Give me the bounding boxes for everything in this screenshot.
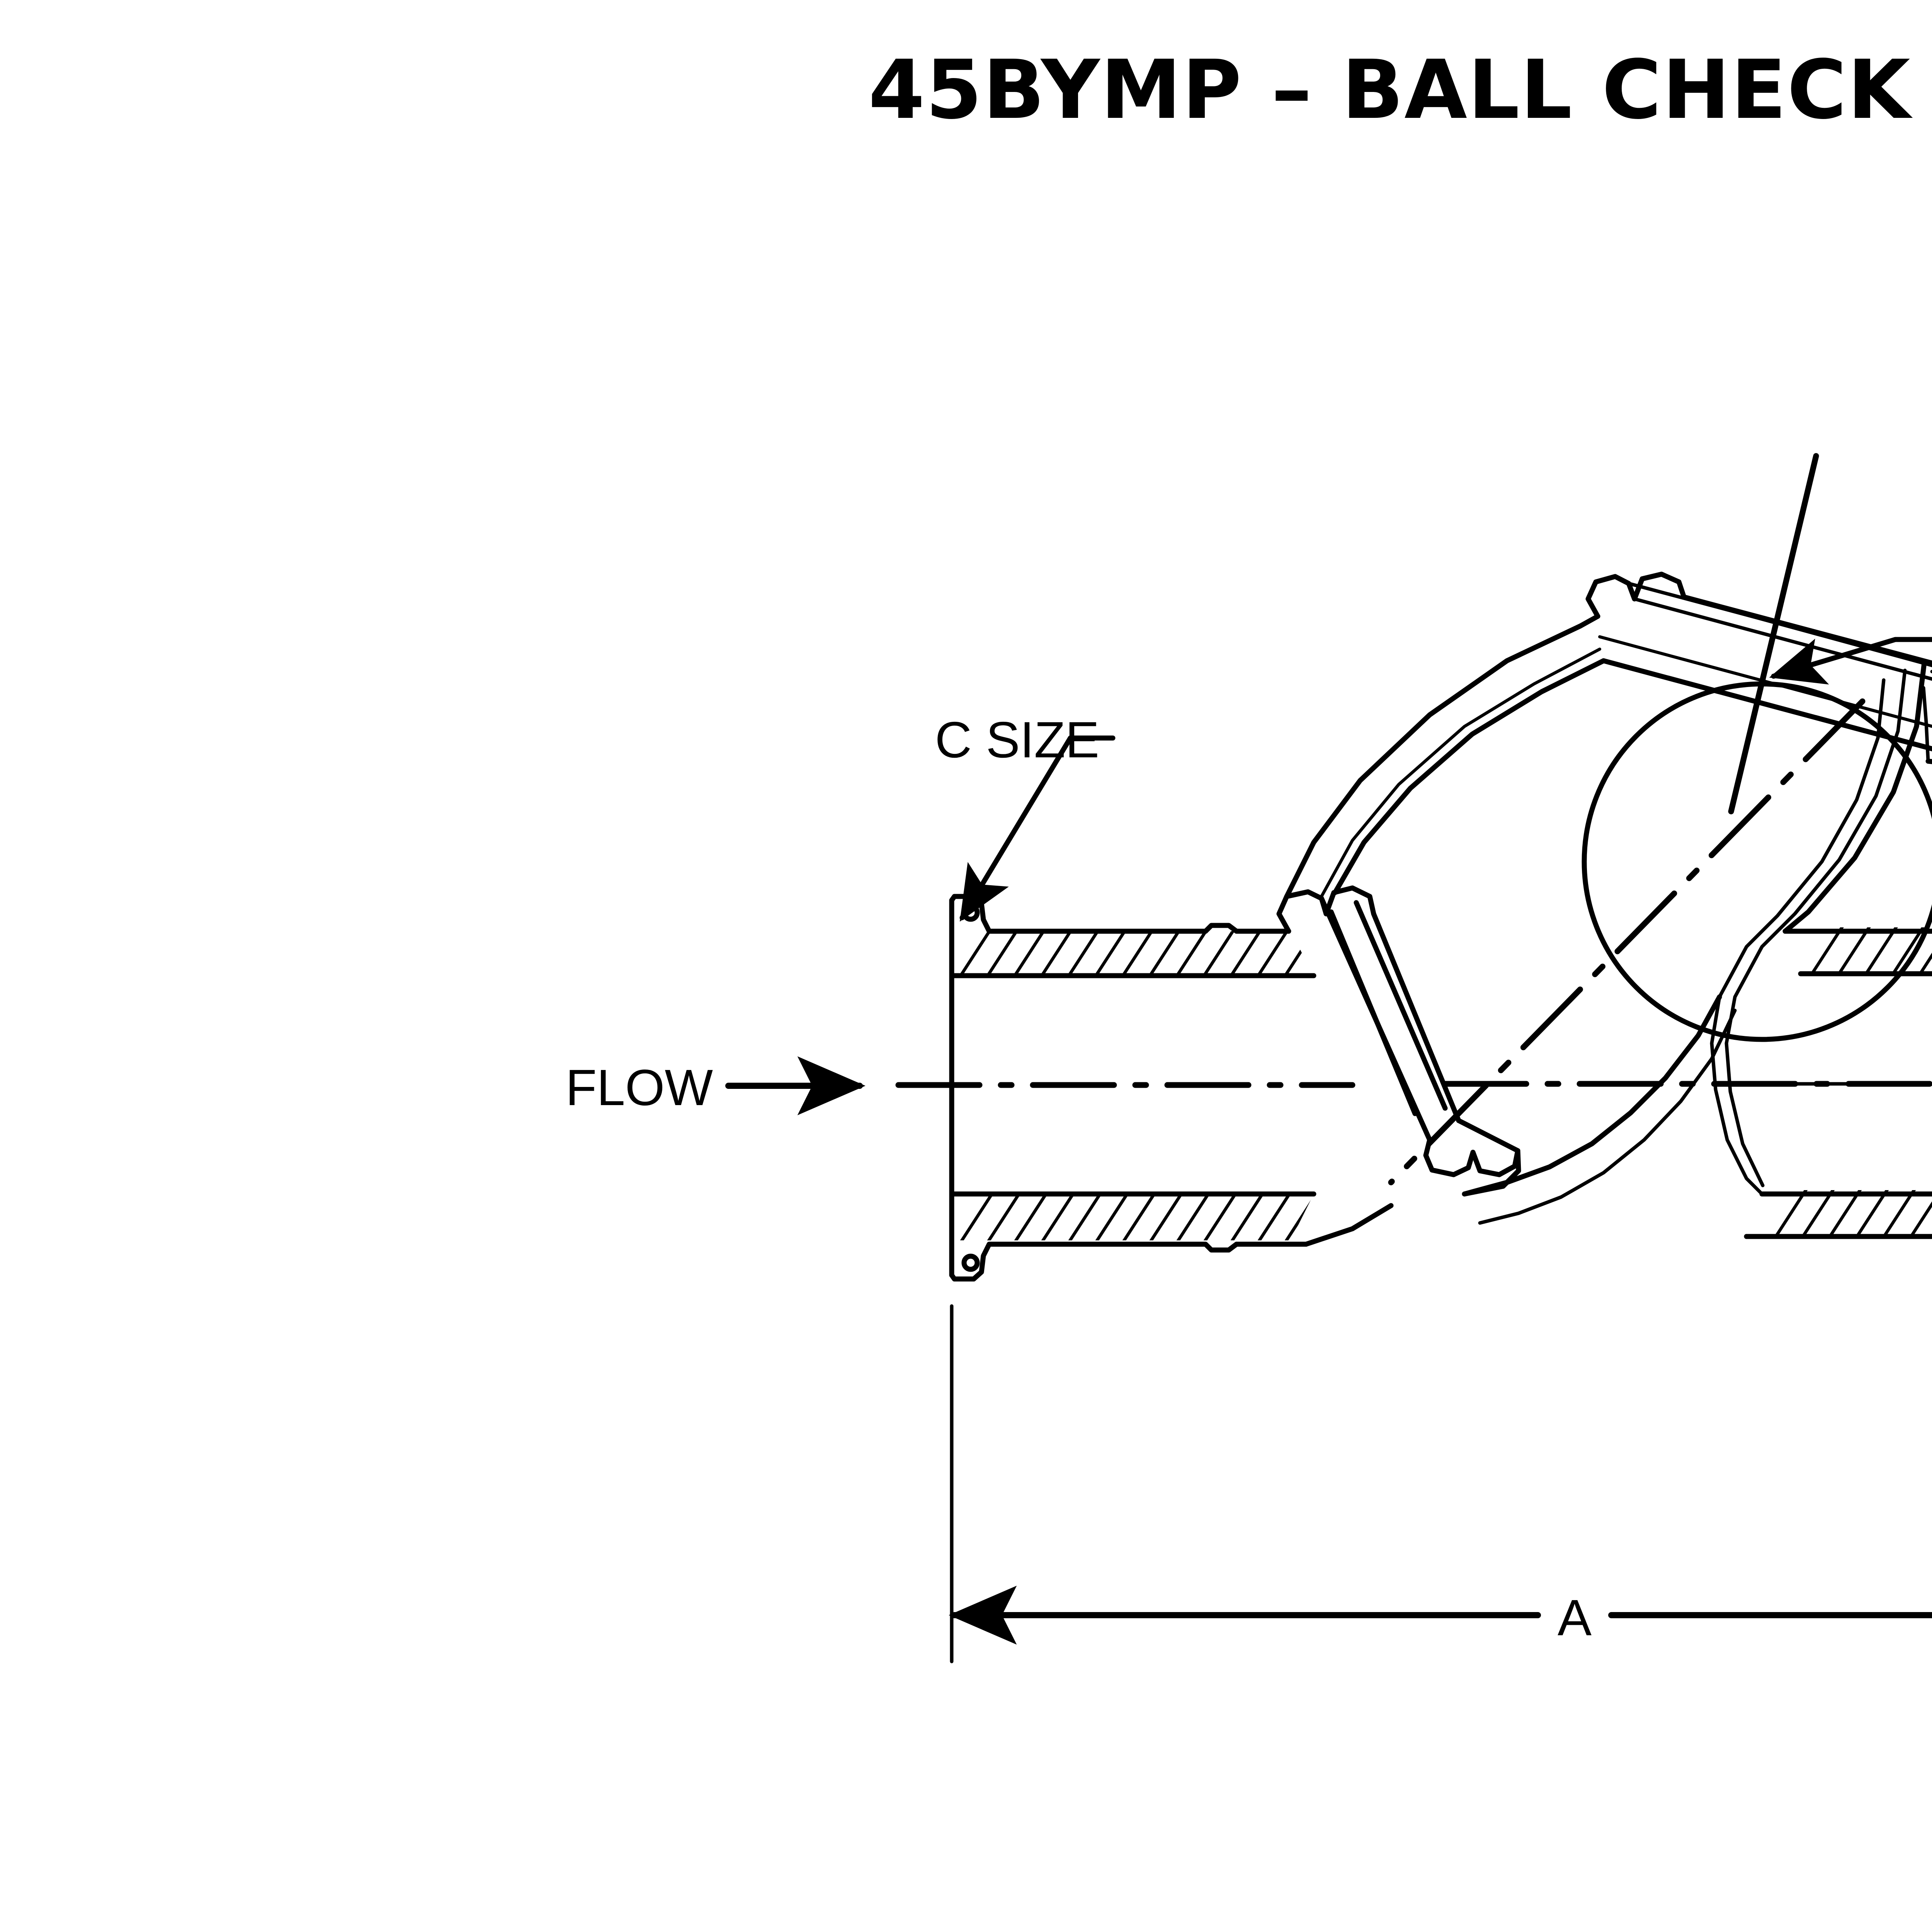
page-title: 45BYMP – BALL CHECK VALVE [868, 43, 1932, 137]
label-c-size-top: C SIZE [935, 711, 1099, 768]
label-flow: FLOW [566, 1059, 713, 1116]
valve-drawing: D SIZE C SIZE C SIZE FLOW B ref. A [0, 240, 1932, 1901]
valve-section-drawing: D SIZE C SIZE C SIZE FLOW B ref. A [566, 453, 1932, 1663]
label-a-dim: A [1558, 1589, 1592, 1646]
